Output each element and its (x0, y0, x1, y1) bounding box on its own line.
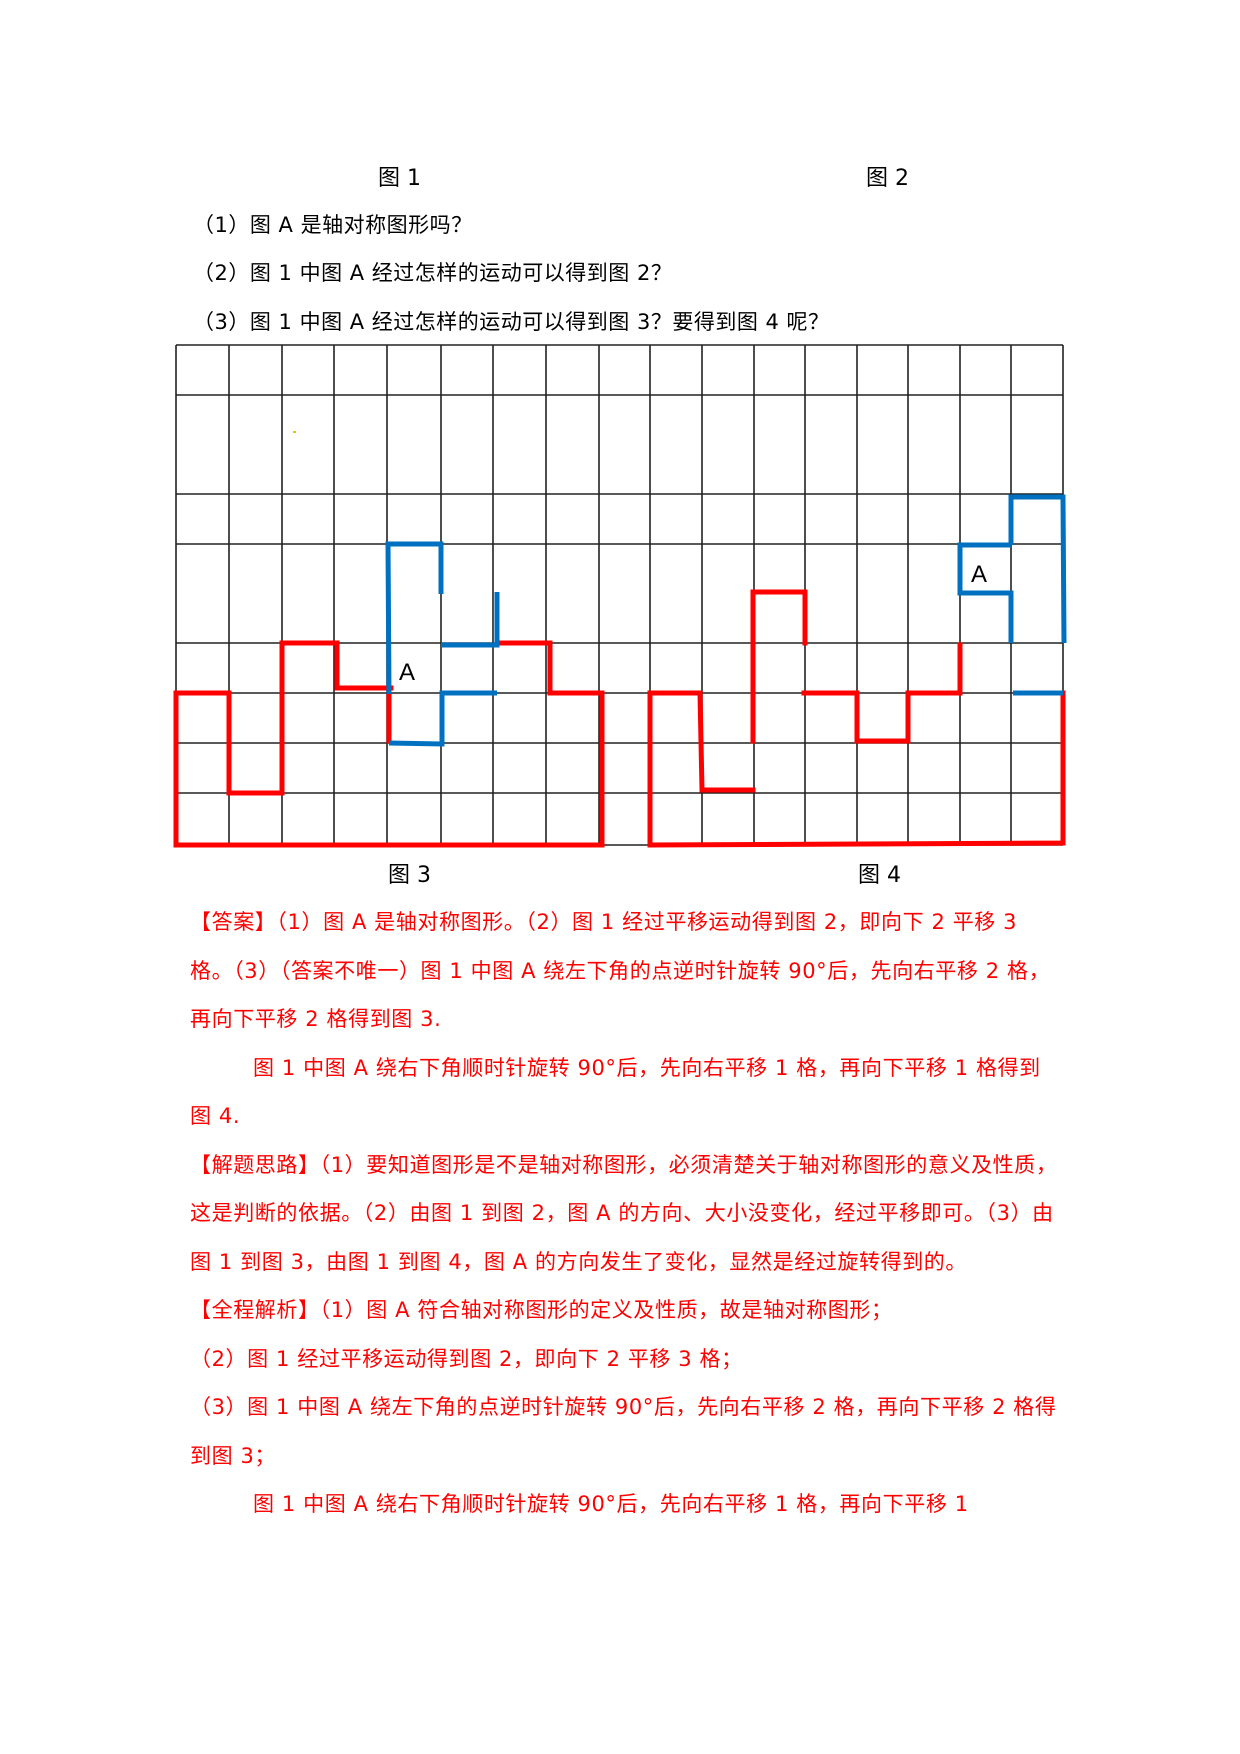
grid-lines (175, 344, 1064, 846)
stray-mark (293, 431, 296, 433)
question-2: （2）图 1 中图 A 经过怎样的运动可以得到图 2？ (193, 261, 673, 285)
answer-section: 【答案】（1）图 A 是轴对称图形。（2）图 1 经过平移运动得到图 2，即向下… (190, 898, 1060, 1529)
analysis-heading: 【全程解析】 (190, 1298, 320, 1322)
answer-text-1: （1）图 A 是轴对称图形。（2）图 1 经过平移运动得到图 2，即向下 2 平… (190, 910, 1051, 1031)
answer-paragraph-1: 【答案】（1）图 A 是轴对称图形。（2）图 1 经过平移运动得到图 2，即向下… (190, 898, 1060, 1044)
approach-heading: 【解题思路】 (190, 1152, 320, 1177)
analysis-paragraph-3: （3）图 1 中图 A 绕左下角的点逆时针旋转 90°后，先向右平移 2 格，再… (190, 1395, 1057, 1468)
shape-a-label-fig4: A (971, 561, 987, 588)
shape-a-label-fig3: A (399, 659, 415, 686)
answer-paragraph-2: 图 1 中图 A 绕右下角顺时针旋转 90°后，先向右平移 1 格，再向下平移 … (190, 1055, 1041, 1129)
grid-figure: A A (173, 344, 1067, 848)
question-3: （3）图 1 中图 A 经过怎样的运动可以得到图 3？要得到图 4 呢？ (193, 310, 830, 334)
approach-text: （1）要知道图形是不是轴对称图形，必须清楚关于轴对称图形的意义及性质，这是判断的… (190, 1152, 1058, 1274)
figure-3-label: 图 3 (388, 863, 431, 888)
approach-paragraph: 【解题思路】（1）要知道图形是不是轴对称图形，必须清楚关于轴对称图形的意义及性质… (190, 1141, 1060, 1287)
answer-heading: 【答案】 (190, 910, 277, 934)
analysis-paragraph-4: 图 1 中图 A 绕右下角顺时针旋转 90°后，先向右平移 1 格，再向下平移 … (253, 1492, 969, 1516)
figure-3-red-outline (173, 640, 605, 848)
analysis-paragraph-1: 【全程解析】（1）图 A 符合轴对称图形的定义及性质，故是轴对称图形； (190, 1286, 1060, 1335)
figure-4-red-outline (647, 589, 1066, 848)
figure-3-blue-shape (385, 541, 500, 747)
figure-2-label: 图 2 (866, 166, 909, 191)
analysis-paragraph-2: （2）图 1 经过平移运动得到图 2，即向下 2 平移 3 格； (190, 1346, 743, 1371)
figure-4-blue-shape (957, 494, 1067, 696)
question-1: （1）图 A 是轴对称图形吗？ (193, 213, 473, 237)
figure-1-label: 图 1 (378, 166, 421, 191)
figure-4-label: 图 4 (858, 863, 901, 888)
analysis-text-1: （1）图 A 符合轴对称图形的定义及性质，故是轴对称图形； (319, 1298, 893, 1322)
